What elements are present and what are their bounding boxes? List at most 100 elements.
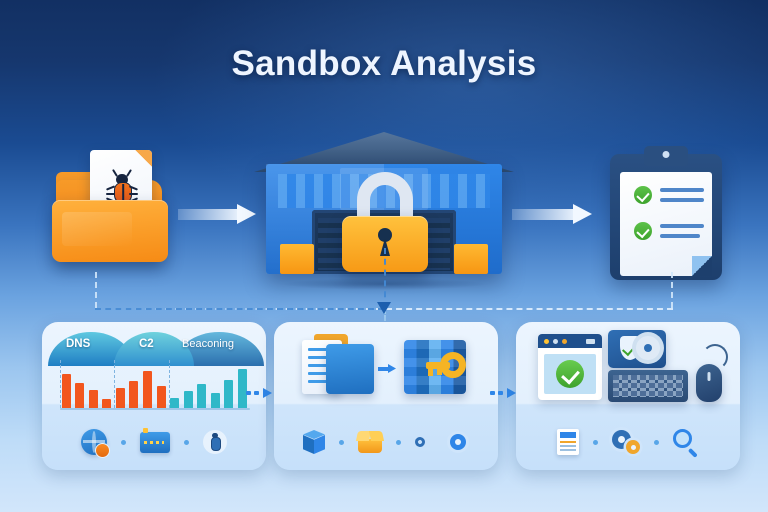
arrow-head — [388, 364, 396, 373]
bug-icon — [105, 169, 139, 204]
magnifier-icon[interactable] — [673, 429, 699, 458]
arrow-head — [263, 388, 272, 398]
chart-bar — [210, 392, 220, 408]
separator-dot — [339, 439, 344, 445]
gears-icon[interactable] — [612, 430, 640, 454]
arrow-head — [237, 204, 256, 224]
arrow-dash — [254, 391, 259, 395]
cube-left — [303, 435, 314, 454]
chart-bar — [102, 398, 112, 408]
building-bay-left — [280, 244, 314, 274]
folder-icon — [326, 344, 374, 394]
window-titlebar — [538, 334, 602, 348]
window-dot — [562, 338, 567, 344]
connector-vertical-center-down — [384, 308, 386, 328]
flow-node-report — [610, 146, 722, 280]
gear-center — [450, 434, 466, 450]
lock-shackle — [357, 172, 413, 230]
report-clipboard-icon — [610, 154, 722, 280]
keyboard-icon — [608, 370, 688, 402]
arrow-right-icon — [178, 204, 256, 224]
connector-vertical-center — [384, 248, 386, 308]
separator-dot — [121, 439, 126, 445]
clipboard-clamp — [644, 146, 688, 166]
bug-leg — [106, 193, 115, 195]
server-led — [143, 427, 148, 433]
connector-vertical-left — [95, 272, 97, 308]
lock-keyhole — [378, 228, 392, 242]
dashed-arrow-right-icon — [246, 388, 272, 398]
alert-badge — [95, 443, 110, 458]
gear-small — [626, 440, 640, 454]
key-stem — [426, 362, 450, 376]
panel-behavior-icon-row — [516, 414, 740, 470]
magnifier-lens — [673, 429, 692, 448]
chart-bar — [197, 383, 207, 408]
folder-front — [52, 200, 168, 262]
chart-bar — [129, 381, 139, 408]
document-header — [560, 432, 576, 438]
registry-key-icon[interactable] — [413, 435, 433, 449]
separator-dot — [654, 439, 659, 445]
check-icon — [634, 186, 652, 204]
page-title: Sandbox Analysis — [231, 44, 537, 83]
document-line — [308, 380, 328, 383]
chart-bar — [75, 382, 85, 408]
document-line — [308, 372, 336, 375]
cube-top — [303, 430, 325, 439]
document-line — [308, 356, 336, 359]
panel-filesystem-graphic-area — [274, 322, 498, 414]
chart-bar — [183, 391, 193, 408]
panel-filesystem[interactable] — [274, 322, 498, 470]
key-icon — [426, 352, 466, 380]
panel-network[interactable]: DNS C2 Beaconing — [42, 322, 266, 470]
bug-head — [116, 174, 128, 184]
chart-bar — [115, 387, 125, 408]
arrow-dash — [498, 391, 503, 395]
report-line — [660, 234, 700, 238]
panel-behavior[interactable] — [516, 322, 740, 470]
panel-behavior-graphic-area — [516, 322, 740, 414]
separator-dot — [184, 439, 189, 445]
application-window-icon — [538, 334, 602, 400]
document-icon[interactable] — [557, 429, 579, 455]
arrow-dash — [490, 391, 495, 395]
arrow-right-icon — [512, 204, 592, 224]
mouse-icon — [696, 364, 722, 402]
chart-axis — [60, 408, 250, 410]
report-line — [660, 224, 704, 228]
chart-bar — [170, 397, 180, 408]
flow-node-sandbox — [254, 128, 514, 290]
folder-tab — [314, 334, 348, 344]
magnifier-handle — [688, 447, 698, 458]
chart-bar — [88, 389, 98, 408]
window-dot — [586, 338, 595, 344]
document-line — [308, 364, 336, 367]
traffic-wave-graphic — [42, 326, 266, 366]
cube-icon[interactable] — [303, 430, 325, 454]
shield-icon — [620, 336, 640, 360]
key-ring — [413, 435, 427, 449]
flow-node-intake — [48, 146, 178, 276]
report-line — [660, 198, 704, 202]
connector-horizontal-left — [95, 308, 384, 310]
separator-dot — [396, 439, 401, 445]
window-dot — [544, 338, 549, 344]
gear-icon[interactable] — [447, 431, 469, 453]
chart-phase-guide — [114, 360, 116, 408]
chart-phase-label-dns: DNS — [66, 338, 91, 350]
panel-filesystem-icon-row — [274, 414, 498, 470]
bug-icon[interactable] — [203, 430, 227, 454]
check-icon — [634, 222, 652, 240]
check-icon — [556, 360, 584, 388]
document-line — [560, 449, 576, 451]
package-icon[interactable] — [355, 431, 385, 453]
package-body — [358, 439, 382, 453]
arrow-shaft — [178, 209, 238, 220]
globe-alert-icon[interactable] — [81, 429, 110, 458]
chart-bar — [237, 369, 247, 408]
dashed-branch-connector-icon — [95, 248, 673, 330]
server-icon[interactable] — [140, 427, 170, 453]
panel-network-chart-area: DNS C2 Beaconing — [42, 322, 266, 414]
arrow-right-icon — [378, 364, 396, 373]
